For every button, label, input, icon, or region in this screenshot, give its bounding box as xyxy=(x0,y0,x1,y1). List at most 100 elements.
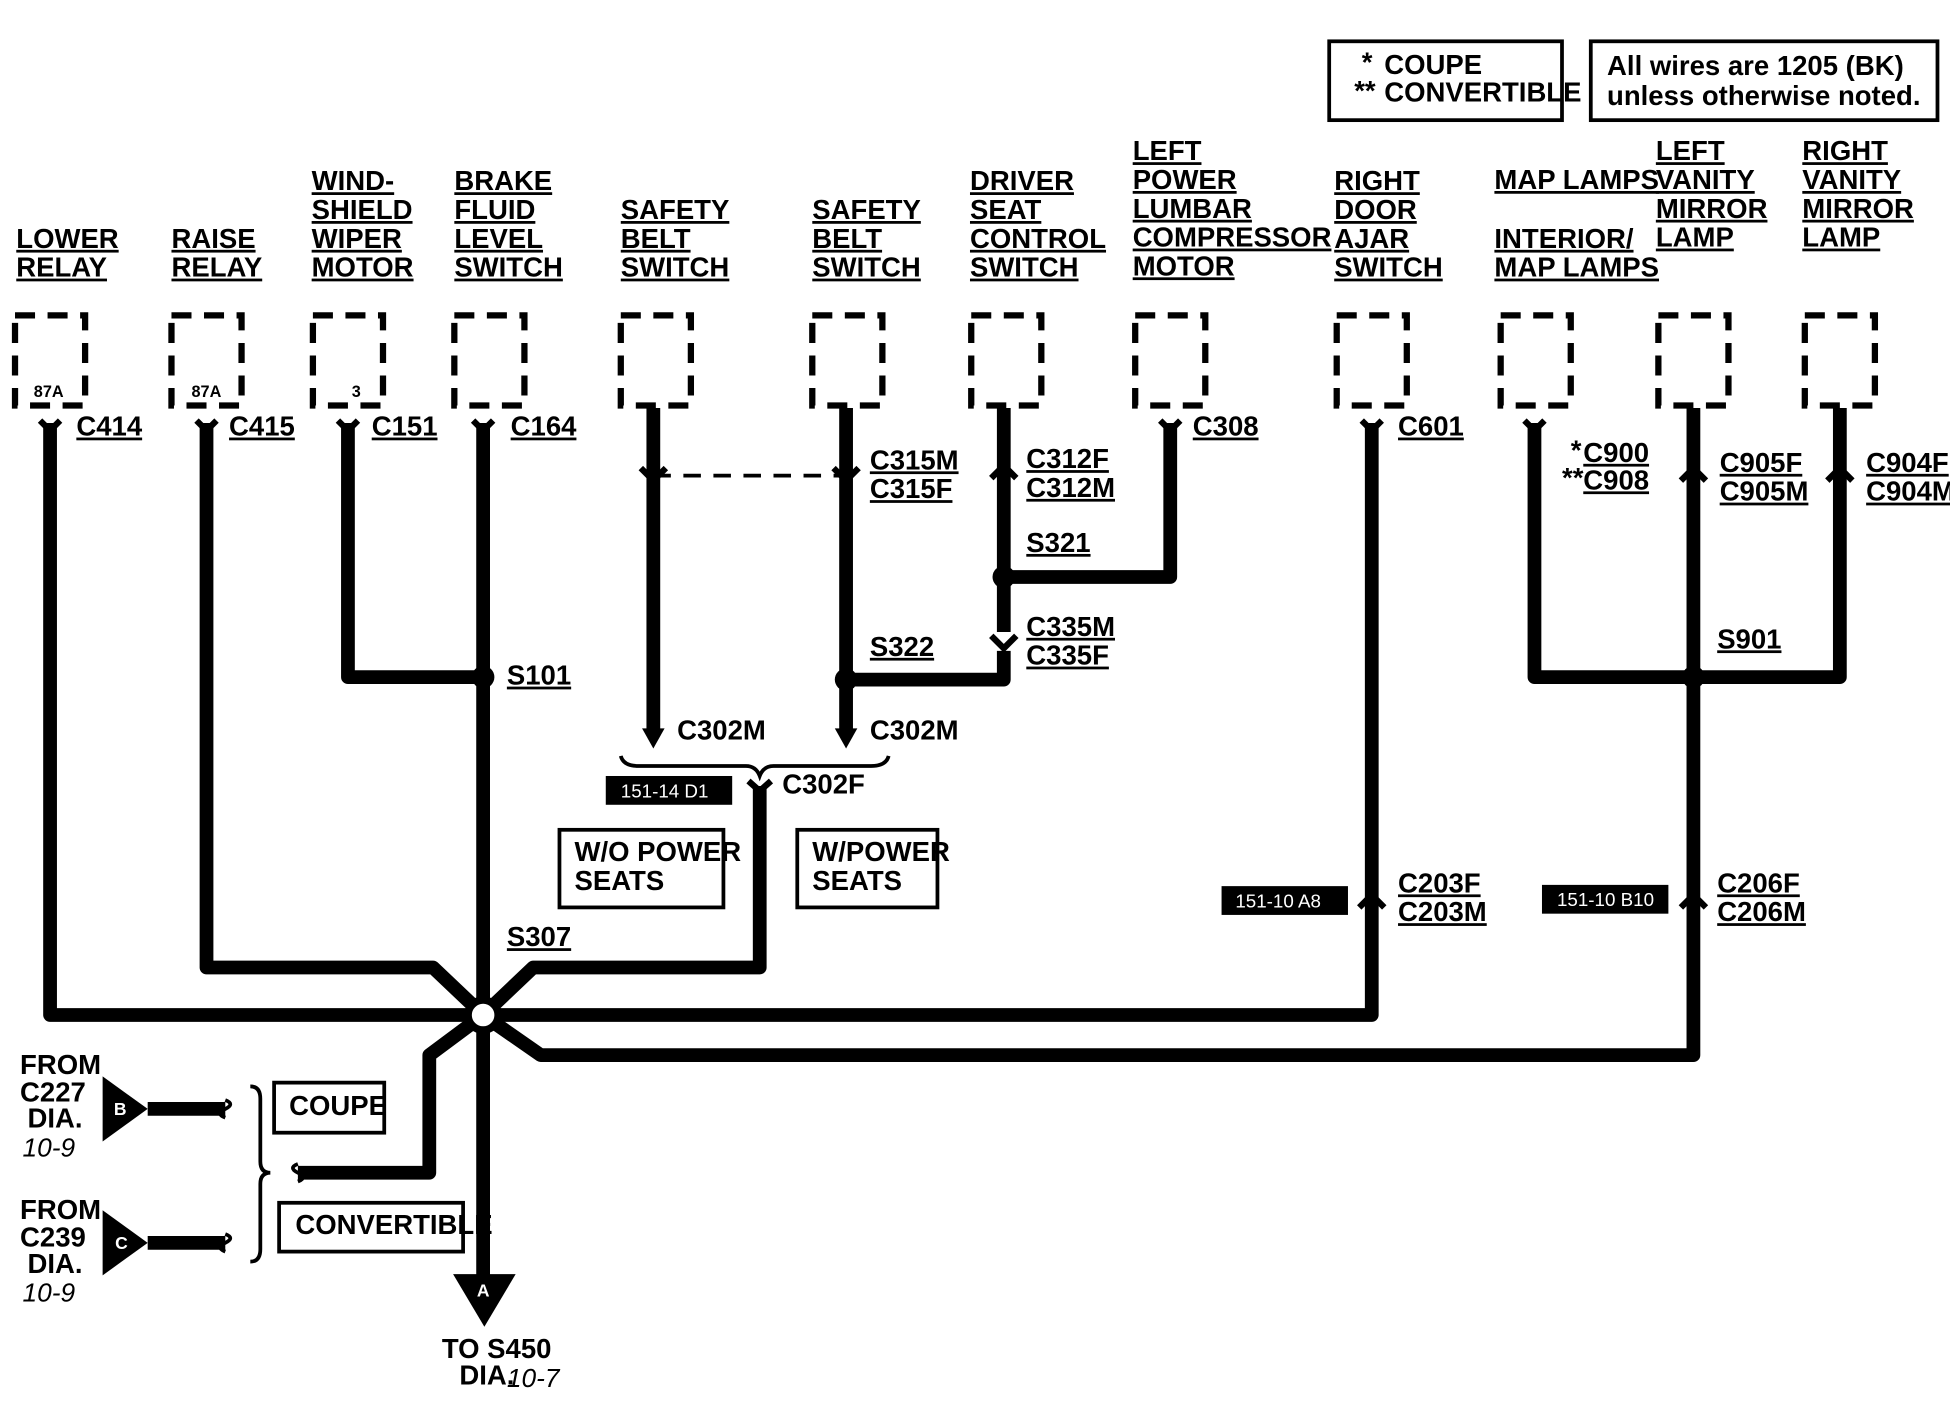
ref-tag-151-14-d1-text: 151-14 D1 xyxy=(621,780,709,801)
belt-switch-1-label-line: SWITCH xyxy=(621,252,730,283)
legend-box xyxy=(1327,39,1564,123)
brake-switch-label-line: FLUID xyxy=(454,194,535,225)
option-wo-power-seats-frame xyxy=(557,827,726,910)
seat-switch-label-line: DRIVER xyxy=(970,165,1074,196)
ref-tag-151-10-a8: 151-10 A8 xyxy=(1221,886,1348,915)
connector-glyph-c900 xyxy=(1522,418,1547,435)
wire-map-lamps xyxy=(1527,423,1694,684)
label-c315f: C315F xyxy=(870,473,953,504)
legend-coupe: COUPE xyxy=(1384,49,1482,80)
option-wo-power-seats-line: SEATS xyxy=(574,865,664,896)
label-c203m: C203M xyxy=(1398,896,1487,927)
right-vanity-label: RIGHT VANITY MIRROR LAMP xyxy=(1802,135,1914,252)
label-s322: S322 xyxy=(870,631,934,662)
arrow-c302m-1 xyxy=(642,728,665,749)
label-c164: C164 xyxy=(511,411,577,442)
option-convertible: CONVERTIBLE xyxy=(277,1200,493,1254)
wiper-motor-pin: 3 xyxy=(352,383,361,401)
ref-tag-151-14-d1-bg xyxy=(605,775,733,805)
option-wo-power-seats: W/O POWER SEATS xyxy=(557,827,741,910)
wiper-motor-label-line: WIND- xyxy=(312,165,395,196)
input-b-arrow xyxy=(102,1076,148,1142)
ref-tag-151-10-b10: 151-10 B10 xyxy=(1541,884,1669,914)
connector-glyph-b-end xyxy=(218,1098,233,1120)
label-c302m-1: C302M xyxy=(677,715,766,746)
label-c908: C908 xyxy=(1583,464,1649,495)
wiper-motor-label-line: MOTOR xyxy=(312,252,414,283)
wiper-motor-label: WIND- SHIELD WIPER MOTOR xyxy=(312,165,414,282)
c302m-brace xyxy=(618,755,891,782)
legend-coupe-mark: * xyxy=(1362,46,1373,77)
belt-switch-2-box xyxy=(809,312,886,409)
label-s101: S101 xyxy=(507,660,571,691)
connector-glyph-c315-1 xyxy=(638,465,669,486)
input-b-from-line: C227 xyxy=(20,1076,86,1107)
connector-glyph-c308 xyxy=(1158,418,1183,435)
option-w-power-seats-frame xyxy=(795,827,940,910)
option-coupe: COUPE xyxy=(272,1080,387,1135)
splice-labels: S101 S321 S322 S901 S307 xyxy=(507,527,1782,952)
right-vanity-box xyxy=(1801,312,1879,409)
brake-switch-label-line: SWITCH xyxy=(454,252,563,283)
input-c: C FROM C239 DIA. 10-9 xyxy=(20,1194,148,1308)
label-c414: C414 xyxy=(76,411,142,442)
interior-map-lamps-label-line: MAP LAMPS xyxy=(1494,252,1659,283)
map-lamps-box xyxy=(1497,312,1574,409)
brake-switch-label-line: BRAKE xyxy=(454,165,552,196)
legend-convertible-mark: ** xyxy=(1354,75,1376,106)
connector-labels: C414 C415 C151 C164 C315M C315F C312F C3… xyxy=(76,411,1950,928)
seat-switch-box xyxy=(968,312,1045,409)
lumbar-motor-label-line: LEFT xyxy=(1133,135,1202,166)
connector-glyph-c-end xyxy=(218,1232,233,1254)
label-c601: C601 xyxy=(1398,411,1464,442)
brake-switch-label: BRAKE FLUID LEVEL SWITCH xyxy=(454,165,563,282)
label-c312f: C312F xyxy=(1026,443,1109,474)
output-a-arrow xyxy=(453,1274,516,1327)
output-a-page: 10-7 xyxy=(507,1363,561,1393)
connector-glyph-c905 xyxy=(1678,463,1709,483)
brake-switch-label-line: LEVEL xyxy=(454,223,543,254)
lumbar-motor-box xyxy=(1132,312,1209,409)
label-c308: C308 xyxy=(1193,411,1259,442)
label-s321: S321 xyxy=(1026,527,1090,558)
wire-lumbar-motor xyxy=(1003,423,1178,584)
right-vanity-label-line: VANITY xyxy=(1802,164,1901,195)
output-a-letter: A xyxy=(477,1281,490,1301)
splice-s101 xyxy=(471,665,495,689)
ref-tag-151-10-a8-text: 151-10 A8 xyxy=(1235,890,1321,911)
option-convertible-frame xyxy=(277,1200,465,1254)
seat-switch-label-line: SEAT xyxy=(970,194,1042,225)
lower-relay-label-line: LOWER xyxy=(16,223,119,254)
connector-glyph-c904 xyxy=(1825,463,1855,483)
right-vanity-label-line: MIRROR xyxy=(1802,193,1914,224)
splice-s307 xyxy=(464,996,502,1034)
label-c151: C151 xyxy=(372,411,438,442)
connector-glyph-c335 xyxy=(989,633,1019,653)
label-c900-mark: * xyxy=(1571,434,1582,465)
wire-right-vanity xyxy=(1693,408,1847,684)
left-vanity-label-line: LEFT xyxy=(1656,135,1725,166)
belt-switch-2-label: SAFETY BELT SWITCH xyxy=(812,194,921,283)
wire-raise-relay xyxy=(199,423,488,1021)
connector-glyph-c302f xyxy=(746,778,774,796)
raise-relay-label-line: RELAY xyxy=(171,252,262,283)
belt-switch-1-label: SAFETY BELT SWITCH xyxy=(621,194,730,283)
seat-switch-label-line: SWITCH xyxy=(970,252,1079,283)
option-w-power-seats-line: W/POWER xyxy=(812,836,950,867)
wire-wiper-motor xyxy=(341,423,484,684)
lower-relay-label-line: RELAY xyxy=(16,252,107,283)
door-switch-box xyxy=(1333,312,1410,409)
input-c-from-line: FROM xyxy=(20,1194,101,1225)
left-vanity-label-line: MIRROR xyxy=(1656,193,1768,224)
arrow-c302m-2 xyxy=(834,728,858,749)
lower-relay-pin: 87A xyxy=(34,383,64,401)
output-a-line-2: DIA. xyxy=(459,1359,514,1390)
lumbar-motor-label: LEFT POWER LUMBAR COMPRESSOR MOTOR xyxy=(1133,135,1332,281)
label-s307: S307 xyxy=(507,921,571,952)
right-vanity-label-line: RIGHT xyxy=(1802,135,1888,166)
belt-switch-2-label-line: SAFETY xyxy=(812,194,921,225)
label-c900: C900 xyxy=(1583,437,1649,468)
left-vanity-label-line: LAMP xyxy=(1656,222,1734,253)
left-vanity-box xyxy=(1655,312,1732,409)
